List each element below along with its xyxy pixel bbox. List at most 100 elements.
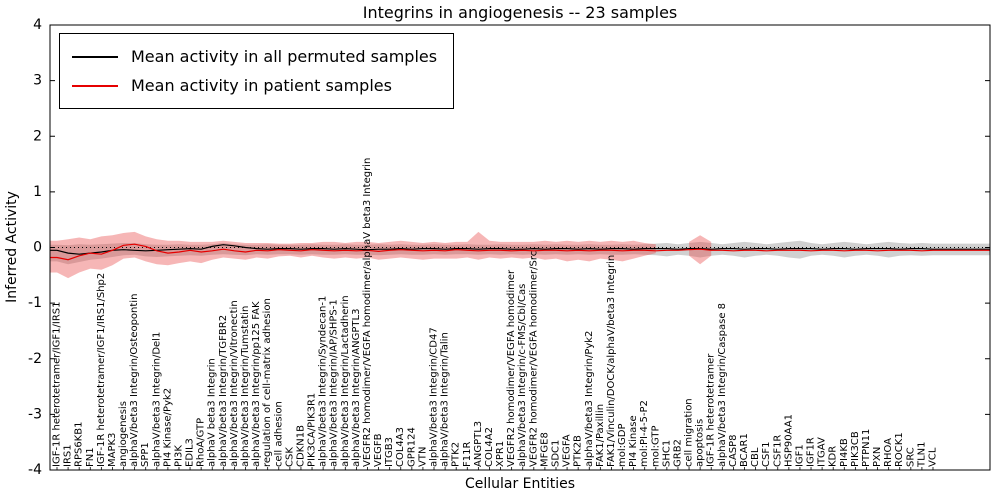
x-tick-label: RHOA: [883, 438, 894, 467]
y-tick-label: -1: [28, 295, 42, 311]
x-tick-label: CSF1: [761, 442, 772, 467]
x-tick-label: CASP8: [728, 434, 739, 467]
x-tick-label: angiogenesis: [118, 401, 129, 467]
x-tick-label: IGF-1R heterotetramer/IGF1/IRS1/Shp2: [96, 273, 107, 467]
x-tick-label: CDKN1B: [295, 425, 306, 467]
x-tick-label: PIK3CA/PIK3R1: [307, 393, 318, 467]
x-tick-label: alphaV/beta3 Integrin/TGFBR2: [218, 315, 229, 467]
x-tick-label: cell adhesion: [273, 401, 284, 467]
x-tick-label: PXN: [872, 447, 883, 467]
x-tick-label: SPP1: [140, 442, 151, 467]
legend-label-permuted: Mean activity in all permuted samples: [131, 47, 438, 66]
x-axis-label: Cellular Entities: [464, 476, 576, 492]
x-tick-label: RPS6KB1: [74, 422, 85, 467]
legend-entry-patient: Mean activity in patient samples: [72, 71, 437, 100]
x-tick-label: alphaV/beta3 Integrin/c-FMS/Cbl/Cas: [517, 284, 528, 467]
x-tick-label: COL4A2: [484, 427, 495, 467]
x-tick-label: IGF1: [794, 444, 805, 467]
permuted-samples-band: [50, 240, 990, 265]
x-tick-label: ITGAV: [817, 437, 828, 467]
x-tick-label: cell migration: [684, 398, 695, 467]
legend-entry-permuted: Mean activity in all permuted samples: [72, 42, 437, 71]
y-tick-label: -2: [28, 351, 42, 367]
x-tick-label: GRB2: [672, 439, 683, 467]
x-tick-label: alphaV/beta3 Integrin/pp125 FAK: [251, 301, 262, 467]
x-tick-label: mol:GTP: [650, 425, 661, 467]
x-tick-label: alphaV/beta3 Integrin/Talin: [440, 332, 451, 467]
x-tick-label: MFGE8: [539, 432, 550, 467]
x-tick-label: alphaV/beta3 Integrin/IAP/SHPS-1: [329, 299, 340, 467]
axes-border: [49, 24, 991, 471]
x-tick-label: alphaV/beta3 Integrin/Lactadherin: [340, 295, 351, 467]
x-tick-label: apoptosis: [695, 419, 706, 467]
x-tick-label: FAK1/Paxillin: [595, 404, 606, 467]
x-tick-label: alphaV/beta3 Integrin/Caspase 8: [717, 303, 728, 467]
x-tick-label: regulation of cell-matrix adhesion: [262, 298, 273, 467]
x-tick-label: F11R: [462, 442, 473, 467]
x-tick-label: GPR124: [406, 427, 417, 467]
y-tick-label: 4: [33, 17, 42, 33]
x-tick-label: ROCK1: [894, 432, 905, 467]
x-tick-label: EDIL3: [185, 438, 196, 467]
x-tick-label: SDC1: [550, 440, 561, 467]
x-tick-label: IRS1: [63, 444, 74, 467]
x-tick-label: RhoA/GTP: [196, 418, 207, 467]
permuted-mean-line: [50, 244, 990, 255]
x-tick-label: VEGFR2 homodimer/VEGFA homodimer/Src: [528, 251, 539, 467]
x-tick-label: PI3K: [173, 445, 184, 467]
x-tick-label: PTK2: [451, 442, 462, 467]
x-tick-label: COL4A3: [395, 427, 406, 467]
x-tick-label: SRC: [905, 447, 916, 467]
patient-line-swatch: [72, 84, 118, 87]
y-tick-label: 3: [33, 73, 42, 89]
x-tick-label: PI4 Kinase: [628, 415, 639, 467]
patient-mean-line: [50, 243, 990, 261]
y-tick-label: -4: [28, 462, 42, 478]
x-tick-label: VEGFR2 homodimer/VEGFA homodimer/alphaV …: [362, 158, 373, 467]
x-tick-label: alphaV/beta3 Integrin/Pyk2: [584, 331, 595, 467]
x-tick-label: IGF-1R heterotetramer/IGF1/IRS1: [52, 301, 63, 467]
x-tick-label: VEGFA: [562, 434, 573, 467]
x-tick-label: mol:GDP: [617, 424, 628, 468]
x-tick-label: VEGFB: [373, 433, 384, 467]
x-tick-label: BCAR1: [739, 433, 750, 467]
x-tick-label: XPR1: [495, 441, 506, 467]
x-tick-label: CBL: [750, 447, 761, 467]
x-tick-label: ANGPTL3: [473, 421, 484, 467]
y-tick-label: 1: [33, 184, 42, 200]
x-tick-label: FAK1/Vinculin/DOCK/alphaV/beta3 Integrin: [606, 255, 617, 467]
y-tick-label: -3: [28, 406, 42, 422]
x-tick-label: VEGFR2 homodimer/VEGFA homodimer: [506, 269, 517, 467]
x-tick-label: PI4KB: [839, 438, 850, 467]
y-axis-label: Inferred Activity: [4, 191, 20, 303]
x-tick-label: alphaV/beta3 Integrin/CD47: [429, 327, 440, 467]
x-tick-label: PIK3CB: [850, 431, 861, 467]
y-tick-label: 0: [33, 240, 42, 256]
x-tick-label: PI4 Kinase/Pyk2: [162, 388, 173, 467]
x-tick-label: alphaV/beta3 Integrin/ANGPTL3: [351, 309, 362, 467]
permuted-line-swatch: [72, 55, 118, 58]
x-tick-label: SHC1: [661, 440, 672, 467]
x-tick-label: alphaV/beta3 Integrin/Vitronectin: [229, 300, 240, 467]
x-tick-label: IGF1R: [806, 437, 817, 467]
x-tick-label: CSK: [284, 447, 295, 467]
x-tick-label: VTN: [417, 447, 428, 467]
x-tick-label: alphaV beta3 Integrin: [207, 358, 218, 467]
x-tick-label: FN1: [85, 447, 96, 467]
x-tick-label: MAPK3: [107, 433, 118, 467]
legend-label-patient: Mean activity in patient samples: [131, 76, 392, 95]
x-tick-label: IGF-1R heterotetramer: [706, 353, 717, 467]
x-tick-label: PTPN11: [861, 429, 872, 467]
x-tick-label: KDR: [828, 446, 839, 467]
chart-title: Integrins in angiogenesis -- 23 samples: [362, 3, 678, 22]
x-tick-label: CSF1R: [772, 435, 783, 467]
x-tick-label: VCL: [928, 447, 939, 467]
x-tick-label: alphaV/beta3 Integrin/Del1: [151, 332, 162, 467]
x-tick-label: HSP90AA1: [783, 414, 794, 467]
x-tick-label: alphaV/beta3 Integrin/Osteopontin: [129, 294, 140, 467]
x-tick-label: TLN1: [916, 441, 927, 468]
x-tick-label: PTK2B: [573, 435, 584, 467]
